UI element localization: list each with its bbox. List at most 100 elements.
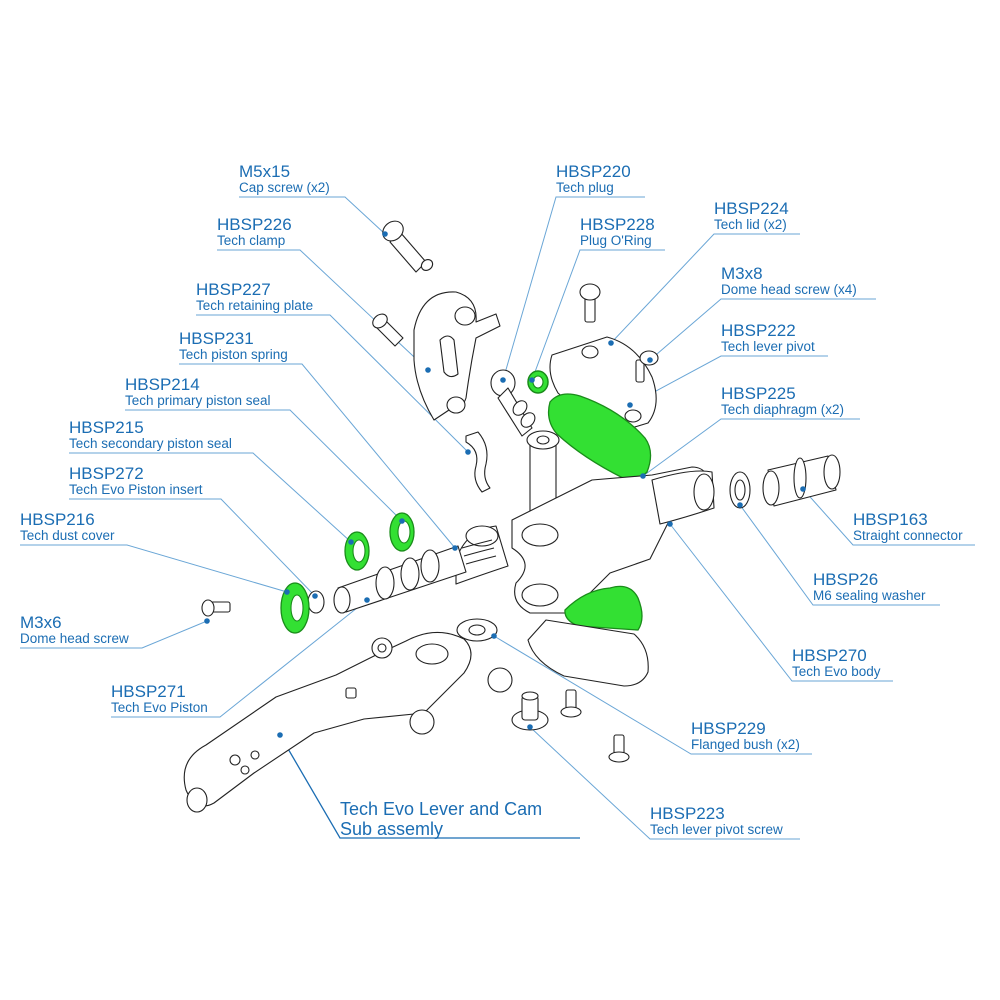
leader-line xyxy=(629,355,828,406)
sealing-washer-drawing xyxy=(729,471,751,509)
part-code: HBSP222 xyxy=(721,321,796,340)
lever-pivot-drawing xyxy=(526,430,560,521)
leader-dot xyxy=(425,367,431,373)
straight-connector-drawing xyxy=(762,454,841,507)
part-desc: Tech piston spring xyxy=(179,347,288,362)
part-desc: Tech plug xyxy=(556,180,614,195)
leader-dot xyxy=(382,231,388,237)
leader-dot xyxy=(465,449,471,455)
leader-line xyxy=(20,620,208,649)
dust-cover-drawing xyxy=(280,582,310,634)
part-code: HBSP231 xyxy=(179,329,254,348)
piston-drawing xyxy=(333,545,467,614)
leader-line xyxy=(69,452,352,543)
part-desc: M6 sealing washer xyxy=(813,588,926,603)
leader-dot xyxy=(737,502,743,508)
secondary-seal-drawing xyxy=(344,531,370,571)
leader-dot xyxy=(348,539,354,545)
part-code: M3x6 xyxy=(20,613,62,632)
leader-dot xyxy=(527,724,533,730)
part-code: HBSP271 xyxy=(111,682,186,701)
leader-dot xyxy=(364,597,370,603)
leader-line xyxy=(20,544,288,593)
leader-line xyxy=(669,523,893,682)
leader-dot xyxy=(500,377,506,383)
leader-dot xyxy=(491,633,497,639)
leader-dot xyxy=(277,732,283,738)
diaphragm-top-drawing xyxy=(547,393,652,480)
leader-line xyxy=(649,298,876,361)
part-desc: Tech Evo Piston xyxy=(111,700,208,715)
piston-spring-drawing xyxy=(455,525,509,585)
leader-line xyxy=(610,233,800,344)
tech-clamp-drawing xyxy=(413,291,501,421)
part-desc: Tech secondary piston seal xyxy=(69,436,232,451)
part-desc: Tech diaphragm (x2) xyxy=(721,402,845,417)
leader-line xyxy=(739,504,940,606)
leader-line xyxy=(802,488,975,546)
leader-line xyxy=(529,726,800,840)
leader-dot xyxy=(647,357,653,363)
leader-line xyxy=(239,196,386,235)
leader-dot xyxy=(608,340,614,346)
leader-dot xyxy=(667,521,673,527)
subassembly-line1: Tech Evo Lever and Cam xyxy=(340,799,543,819)
dome-screw-top-drawing xyxy=(579,283,601,323)
leader-dot xyxy=(284,589,290,595)
part-desc: Plug O'Ring xyxy=(580,233,652,248)
flanged-bush-drawing xyxy=(456,618,549,731)
diaphragm-bottom-drawing xyxy=(564,585,643,631)
part-code: HBSP26 xyxy=(813,570,879,589)
leader-dot xyxy=(529,377,535,383)
part-code: HBSP214 xyxy=(125,375,200,394)
leader-line xyxy=(642,418,860,477)
part-code: HBSP216 xyxy=(20,510,95,529)
cap-screw-drawing xyxy=(372,220,434,347)
part-desc: Tech dust cover xyxy=(20,528,115,543)
part-code: HBSP228 xyxy=(580,215,655,234)
part-desc: Tech lid (x2) xyxy=(714,217,787,232)
leader-dot xyxy=(312,593,318,599)
leader-line xyxy=(196,314,469,453)
tech-evo-body-drawing xyxy=(511,466,715,614)
part-code: HBSP229 xyxy=(691,719,766,738)
leader-dot xyxy=(452,545,458,551)
part-code: M3x8 xyxy=(721,264,763,283)
part-code: HBSP227 xyxy=(196,280,271,299)
retaining-plate-drawing xyxy=(465,431,491,493)
part-desc: Tech lever pivot xyxy=(721,339,815,354)
leader-dot xyxy=(800,486,806,492)
part-code: HBSP225 xyxy=(721,384,796,403)
part-code: HBSP223 xyxy=(650,804,725,823)
lever-drawing xyxy=(183,631,513,813)
part-code: M5x15 xyxy=(239,162,291,181)
part-desc: Flanged bush (x2) xyxy=(691,737,800,752)
leader-line xyxy=(493,635,812,755)
part-desc: Straight connector xyxy=(853,528,963,543)
part-desc: Tech retaining plate xyxy=(196,298,314,313)
leader-dot xyxy=(640,473,646,479)
leader-line xyxy=(217,249,429,371)
leader-line xyxy=(111,599,368,718)
leader-dots xyxy=(204,231,806,738)
part-code: HBSP220 xyxy=(556,162,631,181)
leader-lines xyxy=(20,196,975,840)
part-code: HBSP226 xyxy=(217,215,292,234)
